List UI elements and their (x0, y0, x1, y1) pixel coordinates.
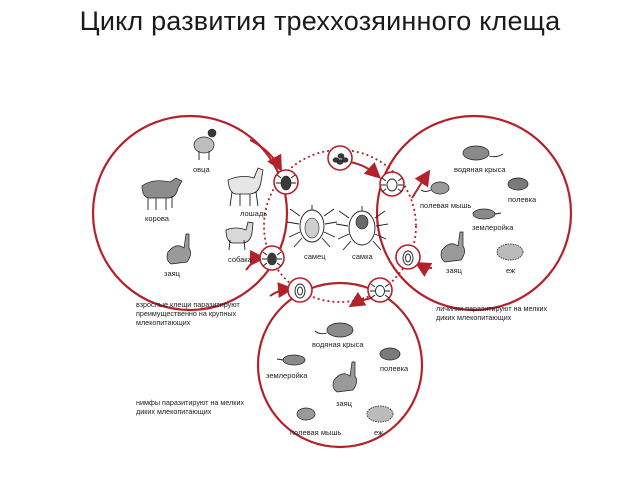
svg-text:взрослые клещи паразитируют: взрослые клещи паразитируют (136, 300, 240, 309)
dog-icon (225, 221, 254, 251)
shrew-icon (276, 354, 306, 366)
larva-host-label-hedgehog: еж (506, 266, 515, 275)
nymph-icon (367, 277, 393, 303)
nymph-hosts-ring (256, 281, 424, 449)
hedgehog-icon (496, 243, 524, 261)
page-title: Цикл развития трехxозяинного клеща (79, 6, 561, 36)
host-label-hare: заяц (164, 269, 181, 278)
mouse-icon (420, 181, 450, 195)
nymph-host-label-shrew: землеройка (266, 371, 308, 380)
host-label-cow: корова (145, 214, 170, 223)
nymph-host-label-hare: заяц (336, 399, 353, 408)
rat-icon (462, 145, 504, 161)
arrow-to-nymph-ring (348, 291, 373, 308)
larva-host-label-shrew: землеройка (472, 223, 514, 232)
larvae-caption: личинки паразитируют на мелких диких мле… (436, 304, 548, 322)
mouse-icon (296, 407, 316, 421)
sheep-icon (193, 128, 217, 160)
male-tick-icon (286, 205, 338, 248)
hare-icon (440, 231, 465, 263)
adult-hosts-ring (91, 114, 289, 312)
adults-caption: взрослые клещи паразитируют преимуществе… (136, 300, 240, 327)
svg-text:нимфы паразитируют на мелких: нимфы паразитируют на мелких (136, 398, 244, 407)
female-label: самка (352, 252, 374, 261)
nymph-host-label-mouse: полевая мышь (290, 428, 341, 437)
engorged-nymph-icon (287, 277, 313, 303)
hare-icon (332, 361, 357, 393)
hedgehog-icon (366, 405, 394, 423)
svg-text:преимущественно на крупных: преимущественно на крупных (136, 309, 237, 318)
host-label-horse: лошадь (240, 209, 267, 218)
rat-icon (314, 322, 354, 338)
shrew-icon (472, 208, 502, 220)
larva-hosts-ring (375, 114, 573, 312)
nymph-host-label-rat: водяная крыса (312, 340, 364, 349)
cow-icon (141, 177, 183, 210)
larva-host-label-rat: водяная крыса (454, 165, 506, 174)
larva-host-label-hare: заяц (446, 266, 463, 275)
egg-cluster-icon (327, 145, 353, 171)
svg-text:млекопитающих: млекопитающих (136, 318, 191, 327)
arrow-larva-to-host (411, 169, 431, 199)
adult-on-host-icon (259, 245, 285, 271)
arrow-adult-to-center (249, 139, 282, 172)
vole-icon (507, 177, 529, 191)
larva-icon (379, 171, 405, 197)
larva-host-label-mouse: полевая мышь (420, 201, 471, 210)
host-label-sheep: овца (193, 165, 210, 174)
arrow-egg-to-larva (349, 161, 381, 179)
hare-icon (166, 233, 191, 265)
svg-text:личинки паразитируют на мелких: личинки паразитируют на мелких (436, 304, 548, 313)
nymph-host-label-hedgehog: еж (374, 428, 383, 437)
engorged-tick-icon (395, 244, 421, 270)
arrow-nymph-to-center (269, 282, 294, 298)
horse-icon (227, 167, 264, 207)
host-label-dog: собака (228, 255, 253, 264)
center-cycle-ring (263, 149, 417, 303)
engorged-adult-icon (273, 169, 299, 195)
female-tick-icon (335, 206, 389, 251)
male-label: самец (304, 252, 326, 261)
arrow-host-to-larva (414, 262, 433, 277)
svg-text:диких млекопитающих: диких млекопитающих (136, 407, 212, 416)
svg-text:диких млекопитающих: диких млекопитающих (436, 313, 512, 322)
nymphs-caption: нимфы паразитируют на мелких диких млеко… (136, 398, 244, 416)
nymph-host-label-vole: полевка (380, 364, 409, 373)
vole-icon (379, 347, 401, 361)
larva-host-label-vole: полевка (508, 195, 537, 204)
